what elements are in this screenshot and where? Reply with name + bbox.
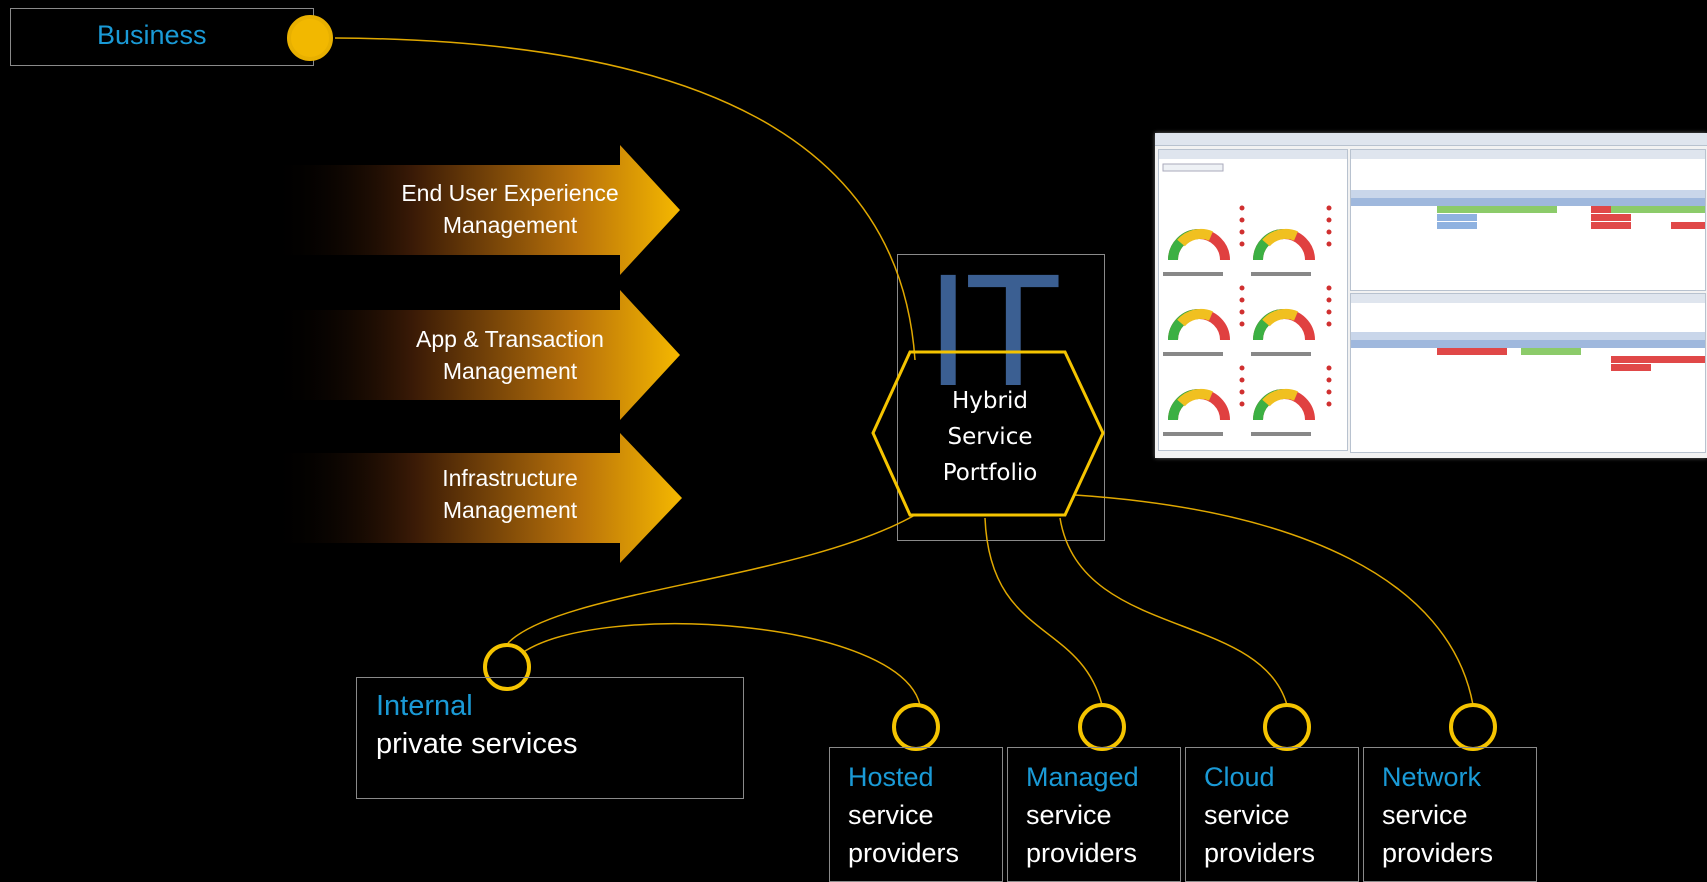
gauges-svg bbox=[1159, 150, 1347, 436]
line-internal-hosted bbox=[521, 623, 921, 706]
internal-title: Internal bbox=[376, 690, 473, 722]
provider-line3: providers bbox=[1204, 838, 1316, 868]
provider-line2: service bbox=[1382, 800, 1468, 830]
arrow-text-2: Management bbox=[442, 358, 578, 384]
dashboard-screenshot bbox=[1155, 133, 1707, 458]
hex-label: Hybrid Service Portfolio bbox=[900, 383, 1080, 491]
arrow-label-infra: Infrastructure Management bbox=[370, 462, 650, 526]
internal-subtitle: private services bbox=[376, 728, 578, 760]
screenshot-tabbar bbox=[1155, 133, 1707, 146]
business-label: Business bbox=[97, 20, 207, 50]
provider-line2: service bbox=[1026, 800, 1112, 830]
internal-node bbox=[483, 643, 531, 691]
line-cloud bbox=[1059, 517, 1288, 706]
provider-network: Network service providers bbox=[1382, 758, 1493, 872]
business-box: Business bbox=[10, 8, 314, 66]
provider-managed: Managed service providers bbox=[1026, 758, 1139, 872]
line-managed bbox=[984, 517, 1103, 706]
arrow-end-user bbox=[270, 145, 680, 275]
arrow-text-2: Management bbox=[442, 497, 578, 523]
arrow-infrastructure bbox=[270, 433, 682, 563]
hex-line-3: Portfolio bbox=[942, 460, 1038, 486]
hosted-node bbox=[892, 703, 940, 751]
it-frame bbox=[897, 254, 1105, 541]
table-bottom-svg bbox=[1351, 294, 1705, 371]
provider-cloud: Cloud service providers bbox=[1204, 758, 1315, 872]
provider-title: Network bbox=[1382, 762, 1482, 792]
provider-title: Cloud bbox=[1204, 762, 1275, 792]
hex-line-1: Hybrid bbox=[952, 388, 1028, 414]
line-network bbox=[1074, 494, 1474, 706]
provider-line3: providers bbox=[1382, 838, 1494, 868]
table-top-svg bbox=[1351, 150, 1705, 229]
provider-title: Managed bbox=[1026, 762, 1139, 792]
arrow-label-end-user: End User Experience Management bbox=[370, 177, 650, 241]
network-node bbox=[1449, 703, 1497, 751]
line-internal-a bbox=[507, 514, 916, 644]
it-big-label: IT bbox=[926, 240, 1062, 419]
table-pane-bottom bbox=[1350, 293, 1706, 453]
provider-title: Hosted bbox=[848, 762, 934, 792]
arrow-label-app: App & Transaction Management bbox=[370, 323, 650, 387]
table-pane-top bbox=[1350, 149, 1706, 291]
arrow-text-1: End User Experience bbox=[401, 180, 619, 206]
gauge-icon bbox=[1168, 228, 1315, 421]
arrow-text-2: Management bbox=[442, 212, 578, 238]
hexagon bbox=[871, 350, 1105, 517]
line-business bbox=[334, 37, 916, 361]
business-node bbox=[287, 15, 333, 61]
provider-line2: service bbox=[848, 800, 934, 830]
internal-box: Internal private services bbox=[356, 677, 744, 799]
provider-hosted: Hosted service providers bbox=[848, 758, 959, 872]
managed-node bbox=[1078, 703, 1126, 751]
arrow-app-transaction bbox=[270, 290, 680, 420]
provider-line3: providers bbox=[1026, 838, 1138, 868]
cloud-node bbox=[1263, 703, 1311, 751]
gauges-pane bbox=[1158, 149, 1348, 451]
provider-line3: providers bbox=[848, 838, 960, 868]
hex-line-2: Service bbox=[947, 424, 1033, 450]
arrow-text-1: Infrastructure bbox=[442, 465, 578, 491]
arrow-text-1: App & Transaction bbox=[416, 326, 604, 352]
provider-line2: service bbox=[1204, 800, 1290, 830]
